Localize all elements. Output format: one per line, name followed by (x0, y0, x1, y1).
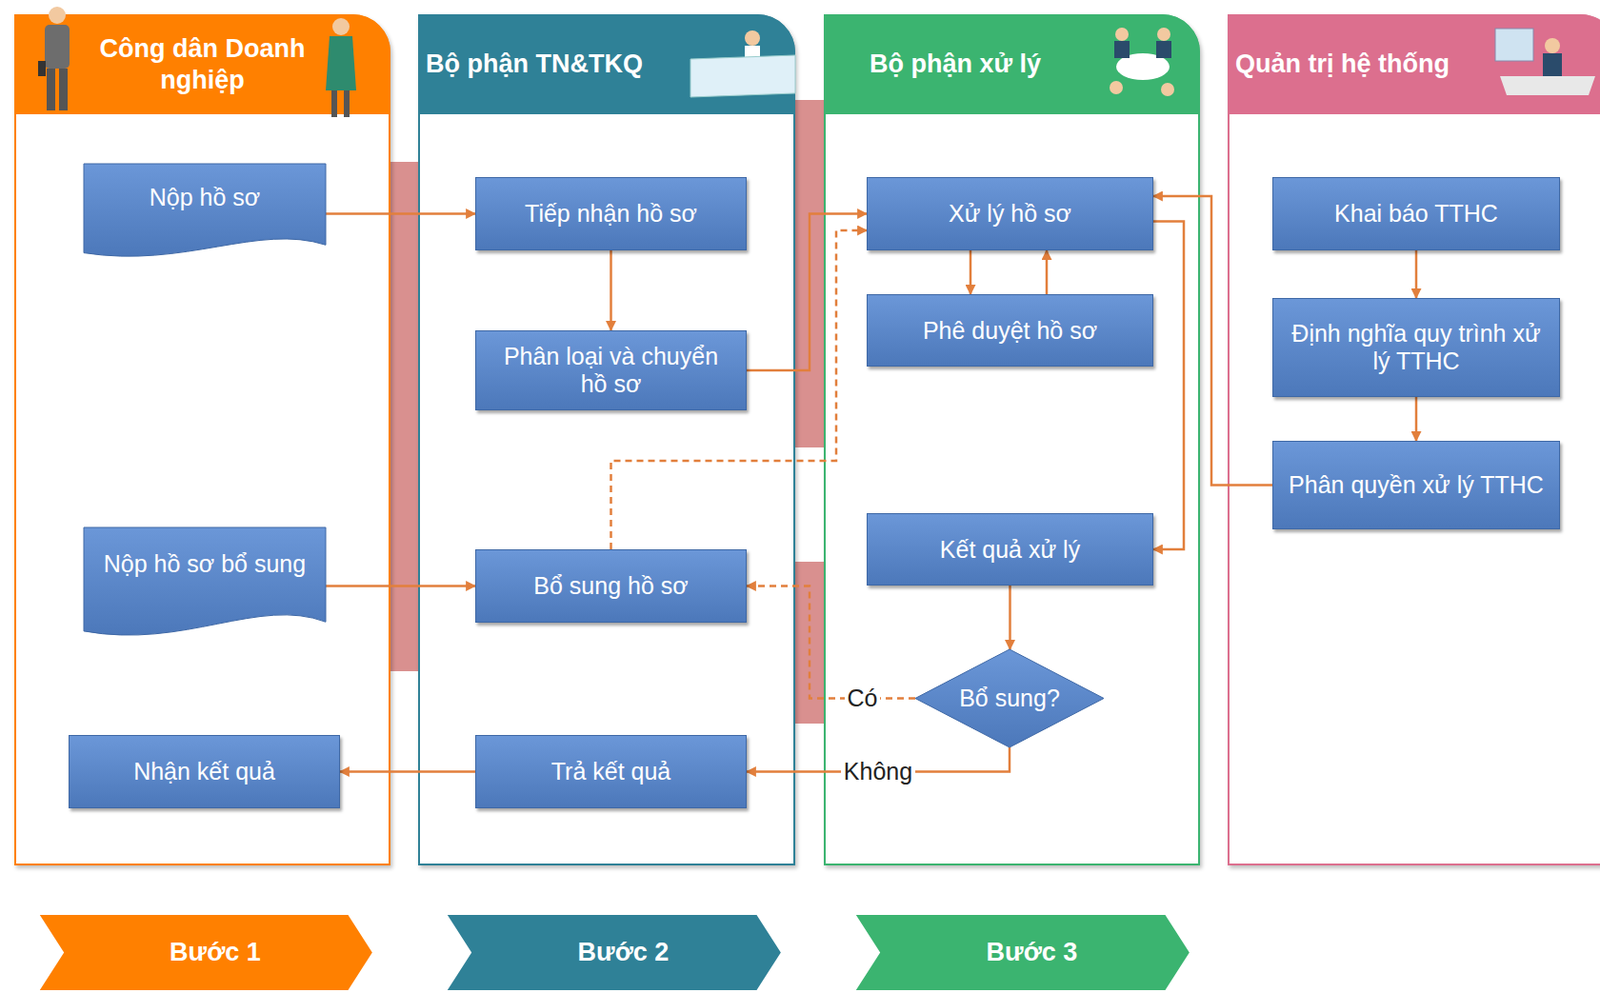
node-label: Nộp hồ sơ (138, 183, 272, 212)
lane-title: Công dân Doanh nghiệp (88, 33, 318, 96)
lane-title: Quản trị hệ thống (1235, 48, 1450, 80)
flow-arrow (969, 250, 973, 295)
node-label: Khai báo TTHC (1322, 200, 1510, 228)
flow-arrow (325, 584, 476, 588)
document-shape: Nộp hồ sơ (83, 163, 326, 263)
flow-arrow (325, 212, 476, 216)
step-label: Bước 2 (566, 938, 681, 968)
node-label: Nộp hồ sơ bổ sung (92, 550, 318, 579)
node-label: Định nghĩa quy trình xử lý TTHC (1273, 320, 1560, 376)
node-label: Nhận kết quả (121, 758, 287, 786)
swimlane: Bộ phận xử lý Xử lý hồ sơ Phê duyệt hồ sơ K… (823, 14, 1200, 866)
swimlane: Quản trị hệ thốngKhai báo TTHC Định nghĩa… (1227, 14, 1600, 866)
node-label: Phân loại và chuyển hồ sơ (476, 342, 746, 399)
process-box: Tiếp nhận hồ sơ (475, 177, 747, 251)
decision-diamond: Bổ sung? (915, 649, 1104, 748)
node-label: Phân quyền xử lý TTHC (1277, 471, 1556, 500)
edge-label: Không (840, 759, 916, 786)
lane-title: Bộ phận xử lý (869, 48, 1041, 80)
flow-arrow (609, 250, 613, 331)
document-shape-outline (83, 163, 326, 263)
step-label: Bước 1 (158, 938, 273, 968)
flow-arrow (746, 586, 916, 700)
process-box: Định nghĩa quy trình xử lý TTHC (1272, 298, 1560, 398)
flow-arrow (1153, 196, 1273, 486)
process-box: Nhận kết quả (68, 735, 340, 809)
process-box: Xử lý hồ sơ (866, 177, 1154, 251)
step-chevron: Bước 2 (445, 914, 782, 992)
process-box: Trả kết quả (475, 735, 747, 809)
node-label: Tiếp nhận hồ sơ (513, 200, 709, 228)
node-label: Xử lý hồ sơ (937, 200, 1083, 228)
flow-arrow (1045, 250, 1049, 295)
node-label: Bổ sung hồ sơ (521, 572, 700, 600)
step-chevron: Bước 3 (854, 914, 1191, 992)
node-label: Kết quả xử lý (928, 536, 1092, 564)
flow-arrow (1415, 250, 1419, 299)
lane-title: Bộ phận TN&TKQ (425, 48, 643, 80)
process-box: Bổ sung hồ sơ (475, 549, 747, 623)
process-box: Phân loại và chuyển hồ sơ (475, 330, 747, 411)
process-box: Khai báo TTHC (1272, 177, 1560, 251)
flow-arrow (1415, 397, 1419, 441)
flow-arrow (1008, 585, 1012, 650)
node-label: Trả kết quả (540, 758, 683, 786)
step-chevron: Bước 1 (38, 914, 374, 992)
flow-arrow (1153, 221, 1184, 551)
step-label: Bước 3 (975, 938, 1090, 968)
document-shape-outline (83, 527, 326, 643)
document-shape: Nộp hồ sơ bổ sung (83, 527, 326, 643)
swimlane: Bộ phận TN&TKQ Tiếp nhận hồ sơ Phân loại v… (418, 14, 796, 866)
process-box: Kết quả xử lý (866, 513, 1154, 586)
swimlane: Công dân Doanh nghiệpNộp hồ sơ Nộp hồ sơ … (14, 14, 391, 866)
flow-arrow (340, 770, 476, 774)
edge-label: Có (844, 685, 881, 713)
flow-arrow (611, 230, 868, 550)
flow-arrow (746, 214, 867, 372)
process-box: Phê duyệt hồ sơ (866, 294, 1154, 367)
process-box: Phân quyền xử lý TTHC (1272, 440, 1560, 530)
node-label: Bổ sung? (947, 684, 1072, 713)
node-label: Phê duyệt hồ sơ (911, 317, 1109, 345)
